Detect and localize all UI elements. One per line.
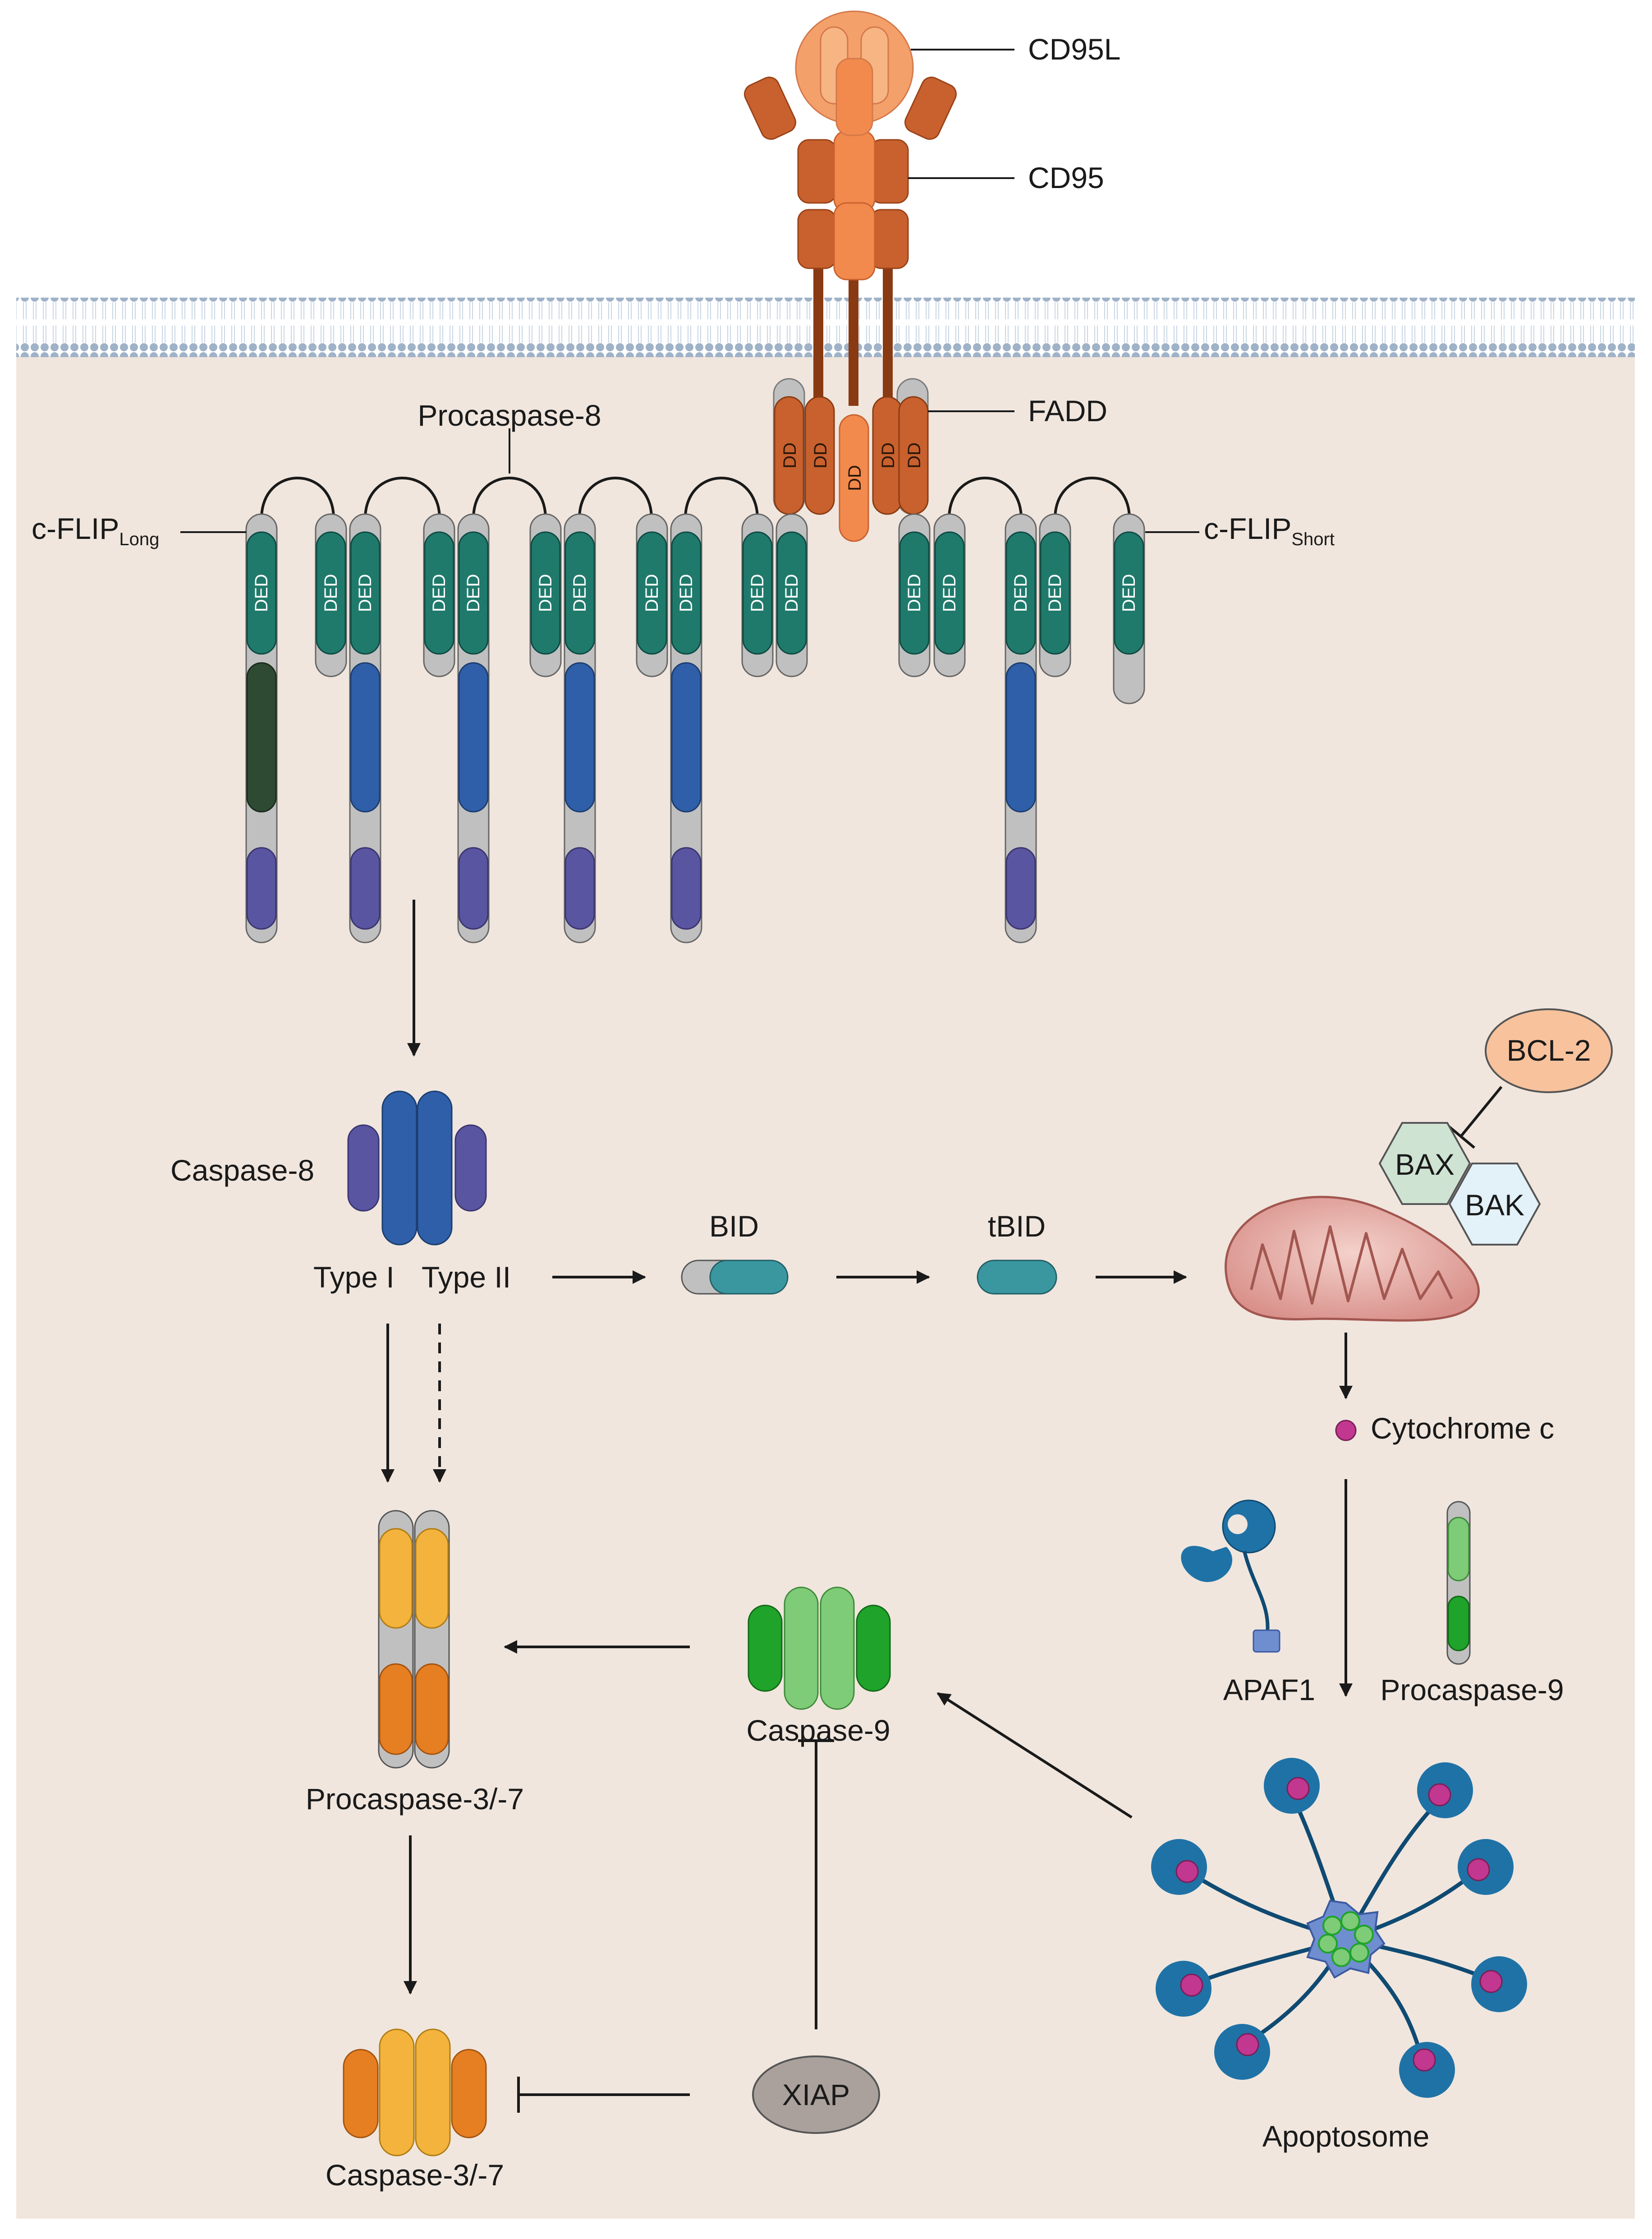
cytochrome-c-icon <box>1335 1420 1357 1441</box>
ded-label: DED <box>782 574 802 612</box>
procaspase37-protein <box>378 1510 450 1769</box>
ded-label: DED <box>321 574 341 612</box>
caspase8-protein <box>347 1090 487 1246</box>
apaf1-label: APAF1 <box>1223 1673 1315 1706</box>
cd95l-label: CD95L <box>1028 32 1120 66</box>
ded-label: DED <box>1045 574 1065 612</box>
apoptosome-label: Apoptosome <box>1262 2119 1430 2153</box>
ded-label: DED <box>940 574 959 612</box>
procaspase8-chain: DED DED <box>529 513 596 943</box>
cflip-long-chain: DED <box>245 513 278 943</box>
ded-label: DED <box>355 574 375 612</box>
xiap-label: XIAP <box>782 2078 850 2111</box>
type2-label: Type II <box>422 1260 511 1294</box>
apoptosome-hub <box>1306 1899 1386 1979</box>
apaf1-protein <box>1181 1499 1280 1653</box>
apoptosome-complex <box>1151 1758 1527 2098</box>
ded-label: DED <box>904 574 924 612</box>
bcl2-label: BCL-2 <box>1506 1034 1591 1067</box>
cd95l-ligand <box>795 10 914 136</box>
xiap-protein <box>752 2055 880 2134</box>
arrow-apoptosome-to-caspase9 <box>936 1692 1133 1819</box>
caspase37-label: Caspase-3/-7 <box>326 2158 504 2192</box>
cflip-short-chain: DED <box>1113 513 1145 704</box>
bid-protein <box>681 1260 789 1295</box>
procaspase8-chain: DED DED <box>1005 513 1071 943</box>
procaspase8-chain: DED DED <box>423 513 490 943</box>
plasma-membrane <box>16 298 1635 357</box>
ded-label: DED <box>536 574 555 612</box>
procaspase9-label: Procaspase-9 <box>1380 1673 1564 1706</box>
mitochondrion <box>1225 1195 1480 1322</box>
cflip-long-label: c-FLIPLong <box>32 512 159 549</box>
fadd-bound-ded-pair-left: DED DED <box>741 513 808 677</box>
fadd-bound-ded-pair-right: DED DED <box>898 513 966 677</box>
bcl2-protein <box>1485 1008 1613 1093</box>
disc-procaspase8-chains: DED DED DED DED DED <box>245 477 1145 943</box>
procaspase37-label: Procaspase-3/-7 <box>306 1782 524 1816</box>
dd-label: DD <box>845 465 865 491</box>
fadd-label: FADD <box>1028 394 1107 428</box>
bid-label: BID <box>709 1209 759 1243</box>
ded-label: DED <box>463 574 483 612</box>
cytochrome-c-label: Cytochrome c <box>1371 1411 1554 1445</box>
procaspase8-chain: DED DED <box>636 513 702 943</box>
ded-label: DED <box>748 574 767 612</box>
ded-label: DED <box>1011 574 1031 612</box>
procaspase9-protein <box>1446 1501 1471 1665</box>
cd95-label: CD95 <box>1028 161 1104 194</box>
bak-label: BAK <box>1465 1188 1524 1222</box>
caspase8-label: Caspase-8 <box>170 1154 314 1187</box>
fadd-death-domains: DD DD DD DD DD <box>773 378 929 542</box>
procaspase8-chain: DED DED <box>315 513 381 943</box>
dd-label: DD <box>780 442 800 469</box>
dd-label: DD <box>811 442 831 469</box>
caspase37-protein <box>343 2028 487 2156</box>
bak-protein <box>1448 1163 1541 1246</box>
ded-label: DED <box>642 574 662 612</box>
apaf1-subunits <box>1151 1758 1527 2098</box>
ded-label: DED <box>570 574 590 612</box>
ded-label: DED <box>676 574 696 612</box>
dd-label: DD <box>878 442 898 469</box>
ded-label: DED <box>1119 574 1139 612</box>
cd95-receptor-complex: DD DD DD DD DD <box>744 10 957 542</box>
dd-label: DD <box>904 442 924 469</box>
tbid-label: tBID <box>988 1209 1046 1243</box>
bcl2-inhibits-bax-bak <box>1459 1086 1503 1137</box>
type1-label: Type I <box>313 1260 395 1294</box>
bax-label: BAX <box>1395 1148 1455 1181</box>
tbid-protein <box>977 1260 1057 1295</box>
ded-label: DED <box>252 574 271 612</box>
caspase9-protein <box>748 1586 891 1710</box>
ded-label: DED <box>429 574 449 612</box>
cflip-short-label: c-FLIPShort <box>1204 512 1335 549</box>
bax-protein <box>1378 1122 1471 1205</box>
procaspase8-label: Procaspase-8 <box>418 399 601 432</box>
caspase9-label: Caspase-9 <box>746 1714 890 1747</box>
